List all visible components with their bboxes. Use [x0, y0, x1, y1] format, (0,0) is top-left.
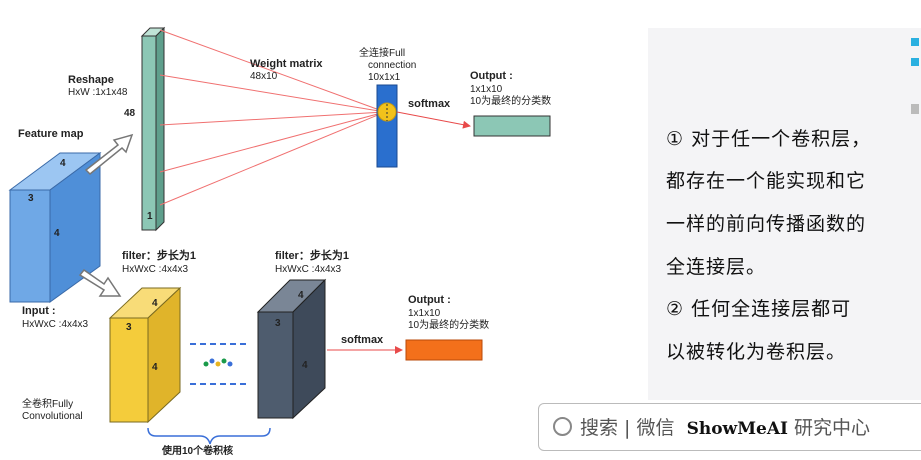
- notes-panel: [648, 28, 921, 400]
- top-output-dims: 1x1x10: [470, 84, 503, 95]
- weight-connections: [159, 29, 386, 206]
- kernel2-depth-label: 4: [298, 290, 304, 301]
- fc-title-line1: 全连接Full: [359, 46, 405, 59]
- kernel-cube: [256, 278, 327, 420]
- fm-depth-label: 4: [60, 158, 66, 169]
- reshape-arrow: [84, 133, 134, 176]
- note-line-5: ② 任何全连接层都可: [666, 298, 852, 320]
- kernel2-height-label: 4: [302, 360, 308, 371]
- top-output-bar: [473, 115, 551, 137]
- kernels-brace: [147, 427, 271, 445]
- filter2-dims: HxWxC :4x4x3: [275, 264, 342, 275]
- kernels-caption: 使用10个卷积核: [161, 444, 233, 457]
- weight-matrix-dims: 48x10: [250, 71, 278, 82]
- search-bar[interactable]: [538, 403, 921, 451]
- top-softmax-label: softmax: [408, 98, 451, 110]
- fm-width-label: 3: [28, 193, 34, 204]
- top-output-title: Output :: [470, 70, 513, 82]
- edge-deco-icon: [911, 38, 919, 46]
- reshape-dims: HxW :1x1x48: [68, 87, 128, 98]
- feature-map-cube: [8, 152, 102, 303]
- reshape-title: Reshape: [68, 74, 114, 86]
- bottom-output-desc: 10为最终的分类数: [408, 318, 489, 331]
- search-text: 搜索 | 微信 ShowMeAI 研究中心: [580, 413, 870, 440]
- bottom-softmax-label: softmax: [341, 334, 384, 346]
- top-softmax-arrow: [396, 111, 471, 129]
- fully-conv-line2: Convolutional: [22, 411, 83, 422]
- search-icon: [553, 417, 572, 436]
- weight-matrix-title: Weight matrix: [250, 58, 323, 70]
- search-brand: ShowMeAI: [686, 419, 788, 439]
- kernel-ellipsis: [190, 343, 246, 385]
- filter1-title: filter：步长为1: [122, 248, 196, 262]
- reshape-vector-bar: [140, 26, 166, 232]
- edge-deco-icon: [911, 58, 919, 66]
- note-line-2: 都存在一个能实现和它: [666, 170, 867, 192]
- top-output-desc: 10为最终的分类数: [470, 94, 551, 107]
- fc-dims: 10x1x1: [368, 72, 401, 83]
- note-line-3: 一样的前向传播函数的: [666, 213, 867, 235]
- filter2-title: filter：步长为1: [275, 248, 349, 262]
- filter1-dims: HxWxC :4x4x3: [122, 264, 189, 275]
- note-line-6: 以被转化为卷积层。: [666, 341, 847, 363]
- fc-title-line2: connection: [368, 60, 416, 71]
- note-line-1: ① 对于任一个卷积层，: [666, 128, 872, 150]
- reshape-bottom-index: 1: [147, 211, 153, 222]
- kernel1-depth-label: 4: [152, 298, 158, 309]
- search-label: 搜索 | 微信: [580, 417, 675, 439]
- fully-conv-line1: 全卷积Fully: [22, 397, 73, 410]
- edge-deco-icon: [911, 104, 919, 114]
- input-title: Input :: [22, 305, 56, 317]
- bottom-output-bar: [405, 339, 483, 361]
- reshape-count: 48: [124, 108, 136, 119]
- conv-arrow: [78, 268, 122, 297]
- bottom-output-dims: 1x1x10: [408, 308, 441, 319]
- search-suffix: 研究中心: [794, 417, 871, 439]
- kernel2-width-label: 3: [275, 318, 281, 329]
- fm-height-label: 4: [54, 228, 60, 239]
- feature-map-label: Feature map: [18, 128, 84, 140]
- note-line-4: 全连接层。: [666, 256, 767, 278]
- input-cube: [108, 286, 182, 424]
- kernel1-width-label: 3: [126, 322, 132, 333]
- bottom-output-title: Output :: [408, 294, 451, 306]
- fc-vector-bar: [376, 84, 398, 168]
- input-dims: HxWxC :4x4x3: [22, 319, 89, 330]
- kernel1-height-label: 4: [152, 362, 158, 373]
